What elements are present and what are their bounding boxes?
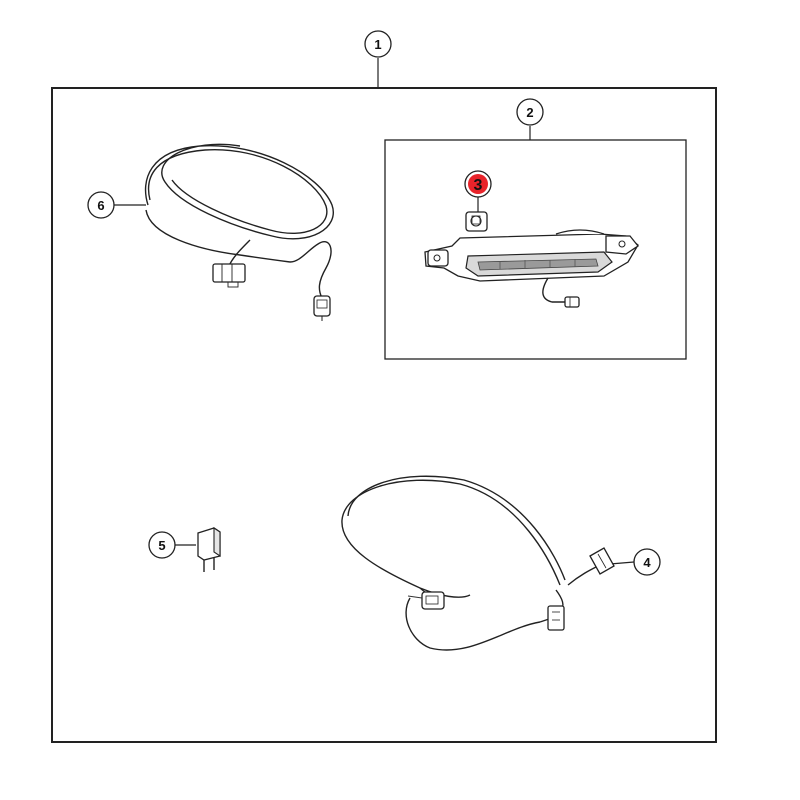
callout-5[interactable]: 5	[148, 531, 196, 559]
fuse-part	[197, 526, 221, 572]
callout-2-label: 2	[526, 105, 533, 120]
callout-6[interactable]: 6	[87, 191, 146, 219]
callout-5-circle	[148, 531, 176, 559]
callout-6-label: 6	[97, 198, 104, 213]
callout-1-circle	[364, 30, 392, 58]
callout-2-circle	[516, 98, 544, 126]
callout-4-leader	[609, 561, 635, 565]
callout-4-circle	[633, 548, 661, 576]
callout-3-highlight	[468, 174, 488, 194]
jumper-harness-part	[341, 475, 615, 651]
kit-outer-frame	[51, 87, 717, 743]
callout-1[interactable]: 1	[364, 30, 392, 88]
wiring-harness-part	[144, 143, 334, 321]
callout-3[interactable]: 3	[464, 170, 492, 212]
stop-lamp-assembly-part	[424, 229, 639, 308]
callout-4[interactable]: 4	[609, 548, 661, 576]
callout-2[interactable]: 2	[516, 98, 544, 140]
callout-5-label: 5	[158, 538, 165, 553]
callout-3-label: 3	[474, 177, 483, 194]
callout-6-circle	[87, 191, 115, 219]
callout-4-label: 4	[643, 555, 651, 570]
callout-1-label: 1	[374, 37, 381, 52]
bulb-socket-part	[465, 211, 488, 232]
lamp-assembly-inset-frame	[384, 139, 687, 360]
